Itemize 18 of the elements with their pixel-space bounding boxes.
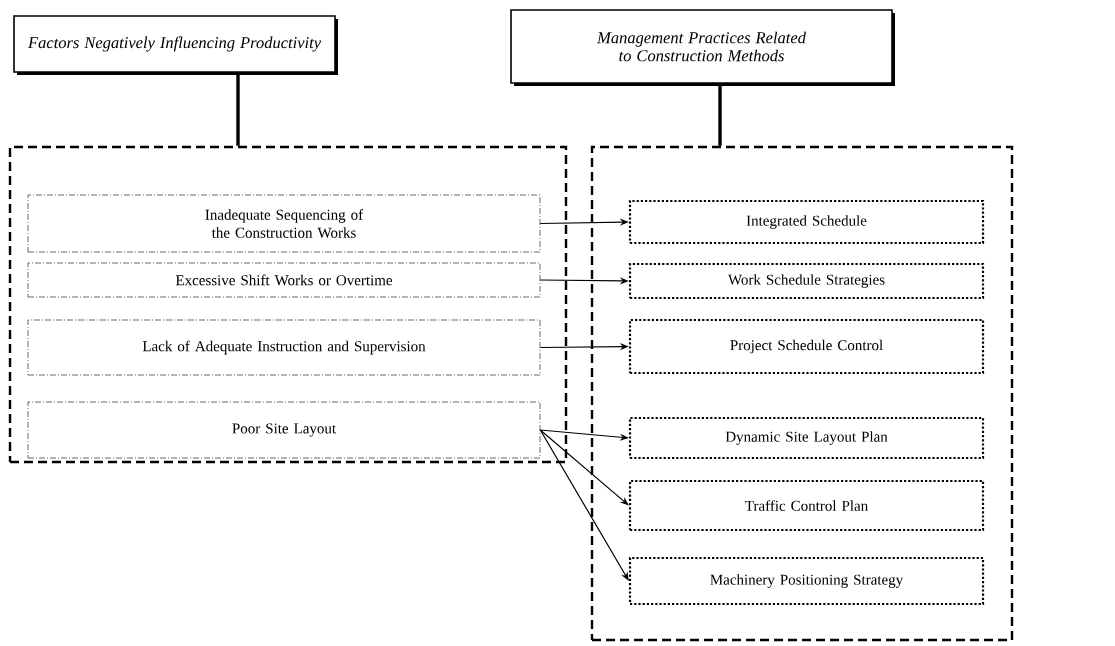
connector-line (718, 83, 722, 146)
title-box: Factors Negatively Influencing Productivity (13, 15, 338, 75)
factor-box: Excessive Shift Works or Overtime (27, 262, 541, 298)
factor-box: Poor Site Layout (27, 401, 541, 459)
practice-box: Work Schedule Strategies (628, 262, 985, 300)
factor-box: Lack of Adequate Instruction and Supervision (27, 319, 541, 376)
connector-line (236, 72, 240, 146)
dashed-group-box (590, 145, 1014, 642)
dashed-group-box (8, 145, 568, 464)
factor-box: Inadequate Sequencing of the Construction Works (27, 194, 541, 253)
practice-box: Traffic Control Plan (628, 479, 985, 532)
practice-box: Machinery Positioning Strategy (628, 556, 985, 606)
practice-box: Dynamic Site Layout Plan (628, 416, 985, 460)
practice-box: Project Schedule Control (628, 318, 985, 375)
arrow (539, 429, 629, 581)
title-box: Management Practices Related to Construction Methods (510, 9, 895, 86)
arrow (539, 429, 629, 506)
practice-box: Integrated Schedule (628, 199, 985, 245)
